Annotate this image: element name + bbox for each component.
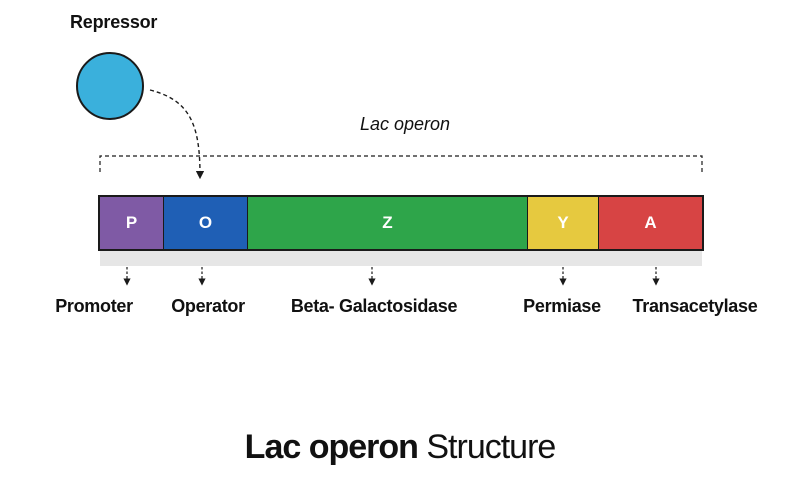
repressor-label: Repressor xyxy=(70,12,158,32)
segment-operator: O xyxy=(163,197,247,249)
repressor-circle xyxy=(76,52,144,120)
label-permiase: Permiase xyxy=(523,296,601,316)
segment-promoter: P xyxy=(100,197,163,249)
segment-transacetylase: A xyxy=(598,197,702,249)
segment-permiase: Y xyxy=(527,197,598,249)
label-transacetylase: Transacetylase xyxy=(632,296,758,316)
caption-bold: Lac operon xyxy=(244,428,419,466)
operon-title: Lac operon xyxy=(359,114,451,134)
figure-caption: Lac operon Structure xyxy=(0,428,800,467)
operon-bracket xyxy=(99,155,703,172)
label-galactosidase: Beta- Galactosidase xyxy=(290,296,458,316)
segment-galactosidase: Z xyxy=(247,197,527,249)
caption-light: Structure xyxy=(417,428,556,466)
repressor-arrow xyxy=(149,89,205,180)
label-promoter: Promoter xyxy=(55,296,133,316)
gene-bar: P O Z Y A xyxy=(98,195,704,251)
gene-bar-shadow xyxy=(100,250,702,266)
label-operator: Operator xyxy=(171,296,245,316)
